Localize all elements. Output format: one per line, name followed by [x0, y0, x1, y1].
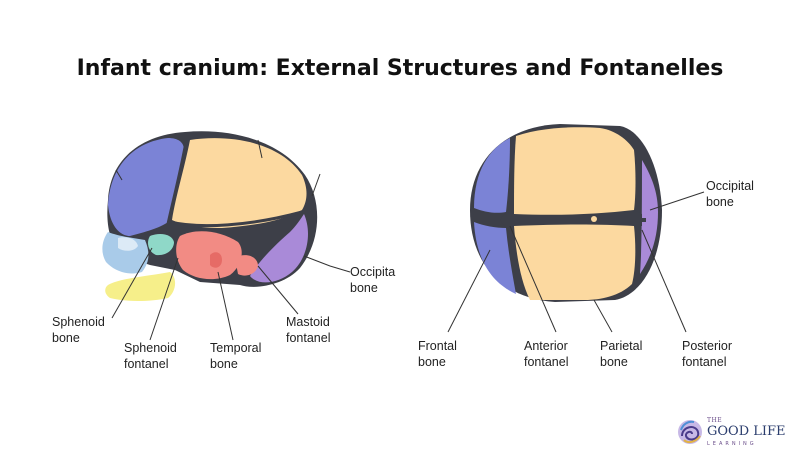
side-occipital-bone — [250, 214, 308, 283]
top-view-labels: Occipital bone Frontal bone Anterior fon… — [418, 179, 757, 369]
side-view-skull — [102, 131, 318, 301]
side-parietal-bone — [172, 138, 307, 228]
top-frontal-bone-lower — [474, 222, 516, 294]
label-side-occipital-bone: Occipita bone — [350, 265, 399, 295]
label-mastoid-fontanel: Mastoid fontanel — [286, 315, 333, 345]
brand-logo-icon — [678, 420, 702, 444]
side-temporal-ear — [210, 252, 222, 268]
top-frontal-bone-upper — [474, 138, 510, 213]
side-temporal-bone — [176, 231, 242, 280]
side-view-leaders — [111, 139, 351, 341]
side-mandible — [105, 272, 176, 301]
brand-logo-the: THE — [707, 417, 723, 424]
side-maxilla — [102, 232, 149, 274]
top-parietal-bone-lower — [514, 224, 636, 300]
brand-logo-sub: LEARNING — [707, 441, 757, 447]
page-title: Infant cranium: External Structures and … — [76, 56, 724, 81]
label-posterior-fontanel: Posterior fontanel — [682, 339, 736, 369]
side-sphenoid-bone — [148, 234, 174, 256]
label-sphenoid-fontanel: Sphenoid fontanel — [124, 341, 180, 371]
top-suture-node — [591, 216, 597, 222]
side-frontal-bone — [108, 138, 184, 236]
top-parietal-bone-upper — [514, 127, 636, 215]
side-mastoid-piece — [235, 255, 258, 276]
label-anterior-fontanel: Anterior fontanel — [524, 339, 571, 369]
side-view-labels: Occipita bone Sphenoid bone Mastoid font… — [52, 265, 399, 371]
top-view-leaders — [447, 191, 705, 333]
label-frontal-bone: Frontal bone — [418, 339, 460, 369]
side-suture-line — [169, 210, 303, 228]
label-sphenoid-bone: Sphenoid bone — [52, 315, 108, 345]
top-occipital-bone — [640, 160, 658, 274]
brand-logo: THE GOOD LIFE LEARNING — [676, 417, 796, 447]
side-suture-line-2 — [166, 141, 188, 225]
side-orbit — [118, 237, 138, 251]
label-temporal-bone: Temporal bone — [210, 341, 265, 371]
brand-logo-name: GOOD LIFE — [707, 424, 786, 439]
label-parietal-bone: Parietal bone — [600, 339, 646, 369]
top-view-skull — [470, 124, 662, 302]
label-top-occipital-bone: Occipital bone — [706, 179, 757, 209]
